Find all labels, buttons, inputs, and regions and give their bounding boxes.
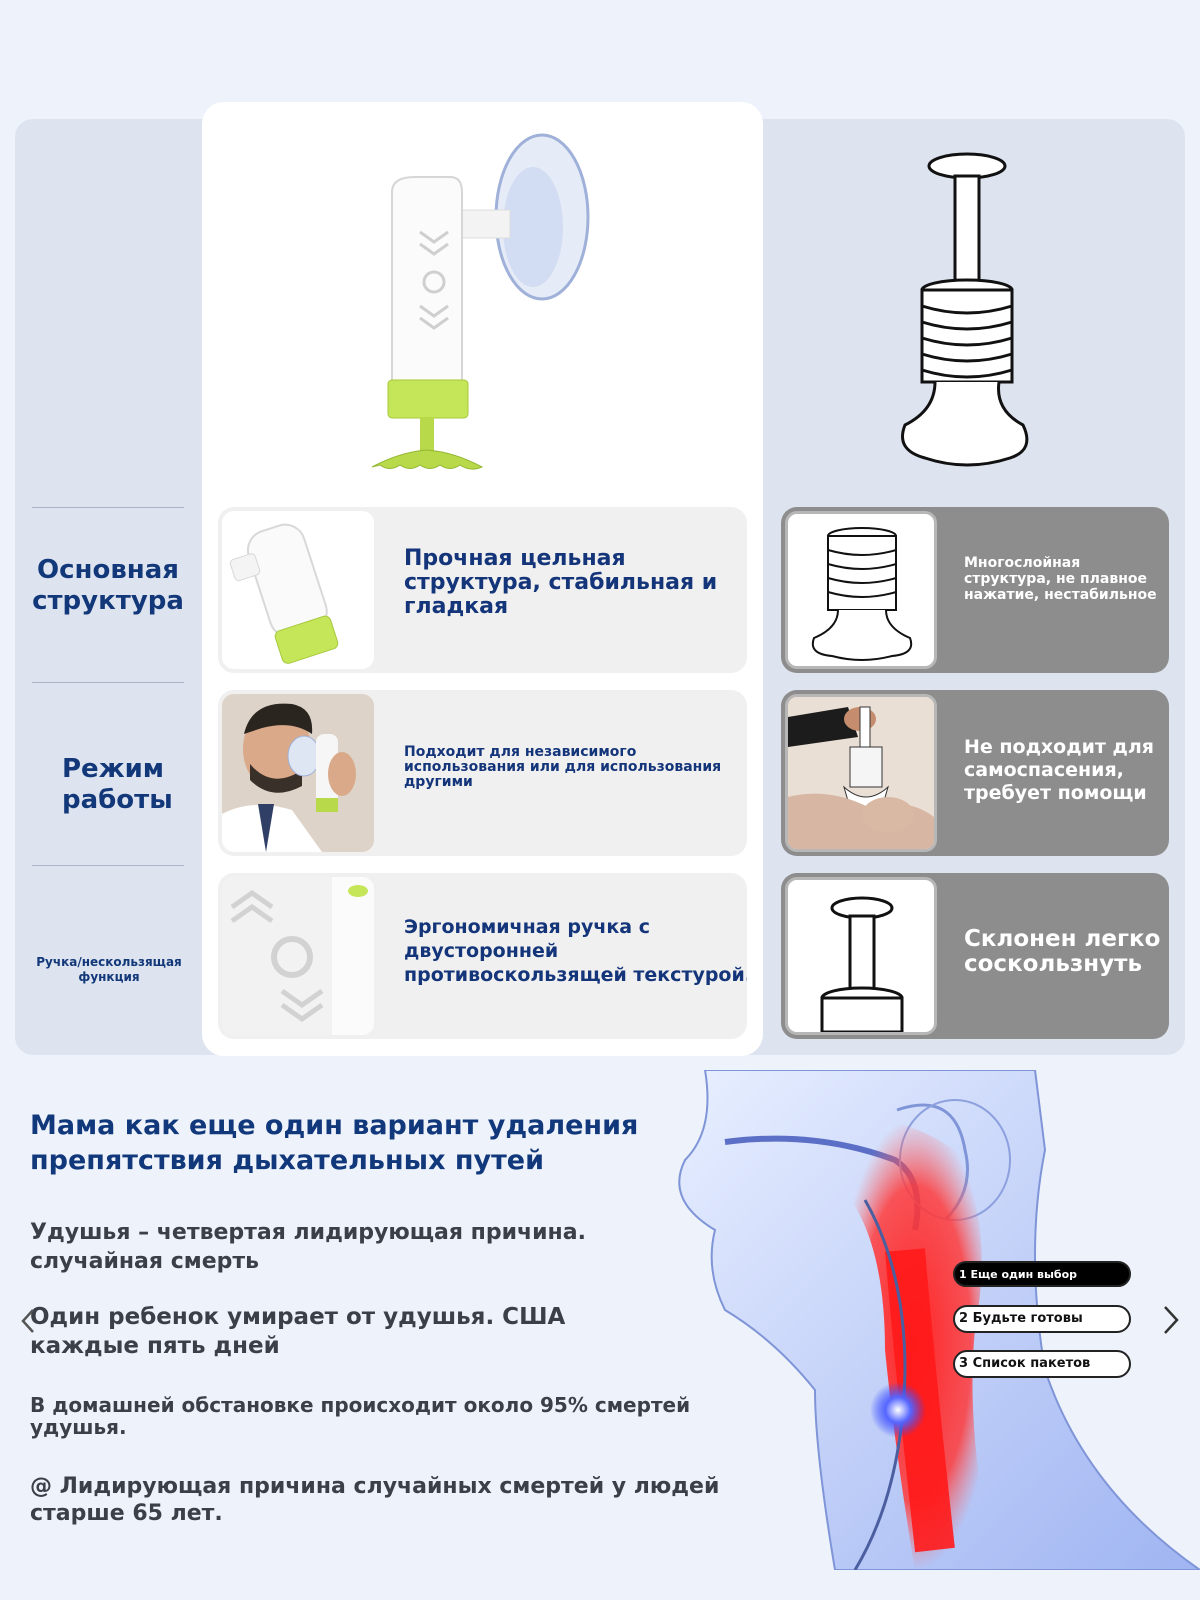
- section-title: Мама как еще один вариант удаления препя…: [30, 1110, 639, 1176]
- competitor-text-grip: Склонен легко соскользнуть: [964, 926, 1161, 977]
- carousel-next-arrow[interactable]: [1162, 1305, 1180, 1335]
- carousel-item-1[interactable]: 1 Еще один выбор: [953, 1261, 1131, 1287]
- stat-item: Удушья – четвертая лидирующая причина. с…: [30, 1220, 586, 1274]
- competitor-thumb: [785, 511, 937, 669]
- row-label-grip: Ручка/нескользящая функция: [36, 955, 182, 984]
- row-label-mode: Режим работы: [62, 754, 173, 815]
- row-divider: [32, 865, 184, 866]
- competitor-text-structure: Многослойная структура, не плавное нажат…: [964, 555, 1157, 603]
- carousel-prev-arrow[interactable]: [20, 1308, 36, 1334]
- carousel-item-3[interactable]: 3 Список пакетов: [953, 1350, 1131, 1378]
- competitor-card-grip: Склонен легко соскользнуть: [781, 873, 1169, 1039]
- grip-texture-closeup: [222, 877, 374, 1035]
- row-divider: [32, 507, 184, 508]
- carousel-item-2[interactable]: 2 Будьте готовы: [953, 1305, 1131, 1333]
- competitor-card-mode: Не подходит для самоспасения, требует по…: [781, 690, 1169, 856]
- row-label-structure: Основная структура: [32, 555, 184, 616]
- product-device-image: [371, 133, 590, 470]
- stat-item: @ Лидирующая причина случайных смертей у…: [30, 1474, 720, 1526]
- product-card-grip: Эргономичная ручка с двусторонней против…: [218, 873, 747, 1039]
- airway-anatomy-illustration: [678, 1070, 1200, 1570]
- stat-item: Один ребенок умирает от удушья. США кажд…: [30, 1304, 566, 1359]
- competitor-text-mode: Не подходит для самоспасения, требует по…: [964, 736, 1154, 804]
- competitor-device-image: [901, 152, 1029, 467]
- competitor-card-structure: Многослойная структура, не плавное нажат…: [781, 507, 1169, 673]
- assisted-use-photo: [785, 694, 937, 852]
- product-card-mode: Подходит для независимого использования …: [218, 690, 747, 856]
- stat-item: В домашней обстановке происходит около 9…: [30, 1393, 691, 1439]
- row-divider: [32, 682, 184, 683]
- competitor-handle-thumb: [785, 877, 937, 1035]
- product-text-grip: Эргономичная ручка с двусторонней против…: [404, 916, 747, 986]
- person-using-device-photo: [222, 694, 374, 852]
- product-text-structure: Прочная цельная структура, стабильная и …: [404, 546, 718, 619]
- product-card-structure: Прочная цельная структура, стабильная и …: [218, 507, 747, 673]
- product-text-mode: Подходит для независимого использования …: [404, 744, 722, 790]
- product-thumb: [222, 511, 374, 669]
